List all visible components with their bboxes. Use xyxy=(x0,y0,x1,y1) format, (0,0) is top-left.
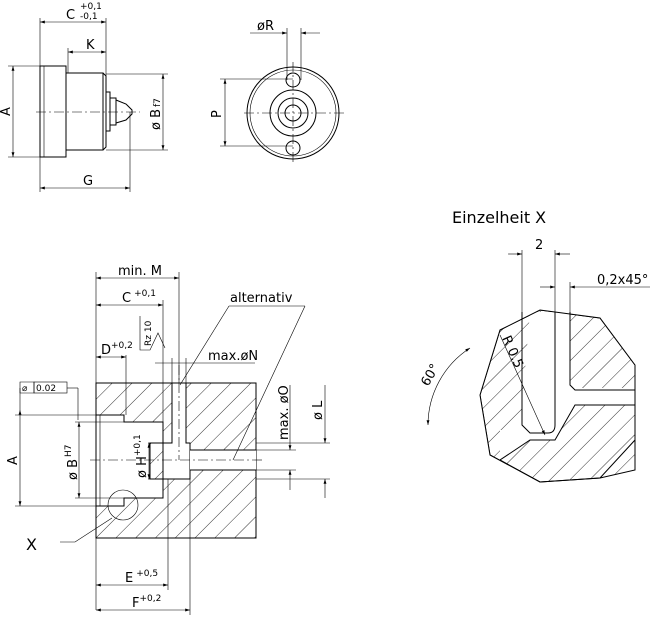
dim-A-label-section: A xyxy=(6,456,21,465)
position-tolerance-symbol: ⌀ xyxy=(22,384,28,394)
dim-O-label: max. øO xyxy=(277,385,292,440)
dim-G-label: G xyxy=(83,174,93,189)
dim-B-label: ø Bf7 xyxy=(149,98,164,130)
alternativ-label: alternativ xyxy=(230,291,293,306)
dim-N-label: max.øN xyxy=(208,349,258,364)
dim-R-label: øR xyxy=(257,19,274,34)
detail-chamfer: 0,2x45° xyxy=(597,273,648,288)
detail-view xyxy=(426,250,650,486)
dim-L-label: ø L xyxy=(311,400,326,420)
dim-H-label: ø H+0,1 xyxy=(133,434,150,478)
section-dimensions xyxy=(15,272,330,615)
dim-D-label: D+0,2 xyxy=(101,341,133,358)
detail-title: Einzelheit X xyxy=(452,208,546,227)
tolerance-frame-value: 0.02 xyxy=(36,384,56,394)
section-block xyxy=(90,365,262,539)
detail-marker-X: X xyxy=(26,535,37,554)
dim-C-label: C xyxy=(66,8,75,23)
dim-B-label-section: ø BH7 xyxy=(64,444,81,480)
dim-C-tol-lower: -0,1 xyxy=(80,12,98,22)
detail-dim-2: 2 xyxy=(535,238,543,253)
dim-F-label: F+0,2 xyxy=(132,594,161,611)
dim-K-label: K xyxy=(86,38,95,53)
dim-C-label-section: C+0,1 xyxy=(122,289,156,306)
front-view-dimensions xyxy=(220,28,320,147)
dim-A-label: A xyxy=(0,107,14,116)
side-view-dimensions xyxy=(8,18,168,192)
roughness-symbol: Rz 10 xyxy=(144,320,154,346)
dim-M-label: min. M xyxy=(118,264,162,279)
front-view-part xyxy=(244,62,345,164)
dim-C-tol-upper: +0,1 xyxy=(80,2,102,12)
side-view-part xyxy=(36,65,140,158)
detail-angle: 60° xyxy=(418,362,443,389)
dim-P-label: P xyxy=(210,110,225,118)
dim-E-label: E+0,5 xyxy=(125,569,158,586)
